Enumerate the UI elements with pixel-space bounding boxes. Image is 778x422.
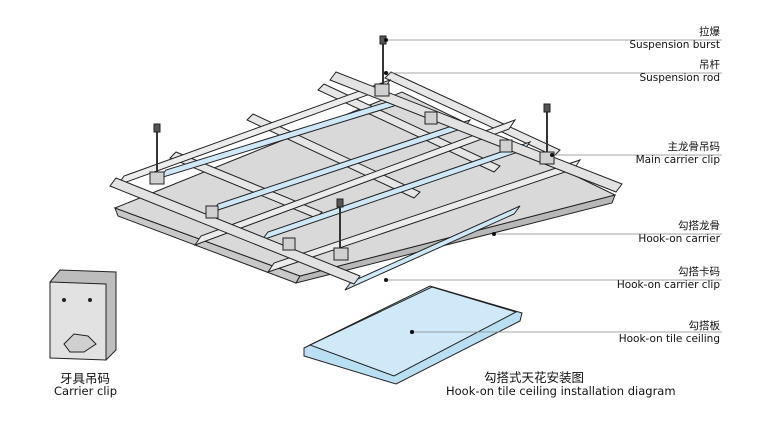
hook-on-carriers bbox=[158, 97, 532, 291]
leader-dots bbox=[384, 38, 554, 334]
label-hook-on-tile-ceiling: 勾搭板 Hook-on tile ceiling bbox=[619, 320, 720, 346]
carrier-clip-detail bbox=[49, 269, 117, 361]
label-en: Hook-on carrier clip bbox=[616, 279, 720, 292]
label-main-carrier-clip: 主龙骨吊码 Main carrier clip bbox=[636, 141, 720, 167]
label-en: Hook-on tile ceiling bbox=[618, 333, 720, 346]
carrier-clip-label-en: Carrier clip bbox=[54, 384, 117, 398]
suspension-rods bbox=[156, 42, 548, 255]
label-en: Hook-on carrier bbox=[638, 233, 720, 246]
label-hook-on-carrier: 勾搭龙骨 Hook-on carrier bbox=[638, 220, 720, 246]
leader-lines bbox=[386, 39, 722, 333]
suspension-bursts bbox=[153, 35, 551, 208]
label-hook-on-carrier-clip: 勾搭卡码 Hook-on carrier clip bbox=[617, 266, 720, 292]
label-en: Main carrier clip bbox=[635, 154, 720, 167]
label-suspension-rod: 吊杆 Suspension rod bbox=[639, 59, 720, 85]
label-en: Suspension rod bbox=[639, 72, 720, 85]
carrier-clip-label-zh: 牙具吊码 bbox=[60, 371, 111, 386]
label-zh: 吊杆 bbox=[699, 59, 720, 71]
ceiling-base-panel bbox=[113, 91, 617, 284]
label-zh: 勾搭龙骨 bbox=[678, 220, 720, 232]
label-zh: 勾搭卡码 bbox=[678, 266, 720, 278]
diagram-caption-en: Hook-on tile ceiling installation diagra… bbox=[446, 384, 676, 398]
label-zh: 拉爆 bbox=[699, 26, 720, 38]
diagram-caption-zh: 勾搭式天花安装图 bbox=[484, 370, 585, 385]
label-en: Suspension burst bbox=[629, 39, 720, 52]
label-zh: 主龙骨吊码 bbox=[667, 141, 721, 153]
carrier-clips bbox=[149, 83, 555, 261]
main-carriers bbox=[116, 79, 582, 273]
label-zh: 勾搭板 bbox=[688, 320, 721, 332]
label-suspension-burst: 拉爆 Suspension burst bbox=[629, 26, 720, 52]
